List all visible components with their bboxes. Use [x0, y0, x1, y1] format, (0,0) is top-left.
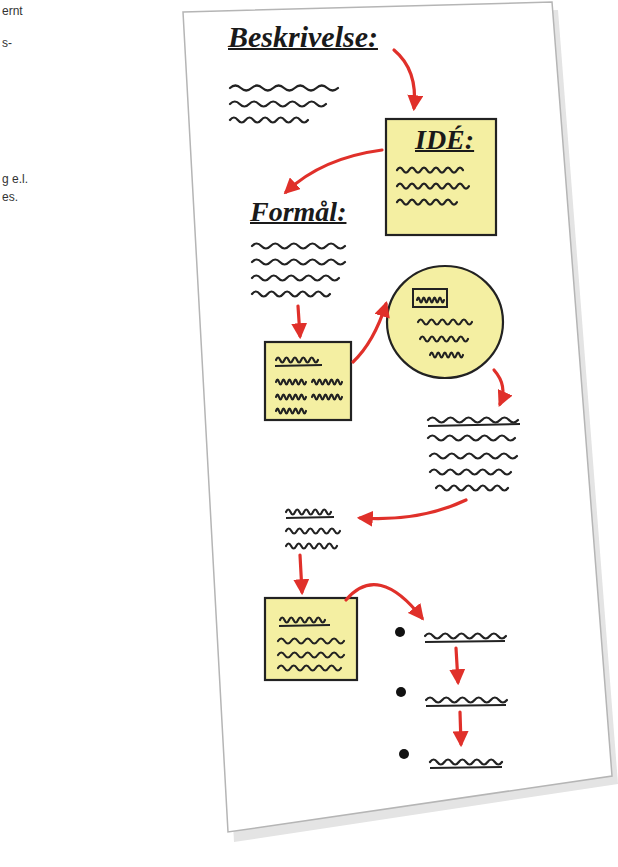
- sketch-stroke: [286, 529, 340, 534]
- sketch-stroke: [436, 486, 508, 491]
- sketch-stroke: [386, 119, 496, 235]
- sketch-stroke: [397, 184, 469, 189]
- sketch-stroke: [276, 380, 306, 385]
- sketch-stroke: [278, 666, 341, 671]
- sketch-stroke: [276, 395, 306, 400]
- sketch-stroke: [397, 200, 457, 205]
- sketch-stroke: [312, 380, 342, 385]
- section-heading: Formål:: [250, 196, 346, 228]
- sketch-stroke: [430, 353, 463, 358]
- sketch-stroke: [428, 424, 520, 426]
- sketch-stroke: [460, 712, 461, 744]
- sketch-stroke: [418, 320, 472, 325]
- sketch-stroke: [397, 168, 463, 173]
- sketch-stroke: [278, 639, 344, 644]
- sketch-stroke: [395, 627, 405, 637]
- sketch-stroke: [252, 244, 345, 249]
- sketch-stroke: [230, 118, 308, 123]
- note-circle: [387, 266, 503, 378]
- sketch-stroke: [430, 767, 502, 768]
- sketch-stroke: [425, 634, 506, 639]
- sketch-stroke: [394, 50, 415, 108]
- sketch-stroke: [252, 260, 345, 265]
- sketch-stroke: [396, 687, 406, 697]
- sketch-stroke: [399, 749, 409, 759]
- sketch-stroke: [230, 86, 338, 91]
- sketch-stroke: [280, 618, 325, 623]
- sketch-stroke: [252, 276, 339, 281]
- sketch-stroke: [279, 625, 330, 626]
- sketch-stroke: [286, 517, 334, 518]
- section-heading: Beskrivelse:: [228, 20, 378, 55]
- sketch-stroke: [252, 292, 330, 297]
- sketch-stroke: [346, 585, 422, 618]
- box-heading: IDÉ:: [415, 124, 474, 156]
- sketch-stroke: [276, 358, 318, 363]
- note-box: [265, 342, 351, 420]
- sketch-stroke: [430, 454, 517, 459]
- sketch-stroke: [430, 470, 511, 475]
- sketch-stroke: [426, 698, 507, 703]
- text-fragment: g e.l.: [2, 172, 28, 186]
- idea-box: IDÉ:: [385, 118, 497, 236]
- sketch-stroke: [286, 510, 331, 515]
- sketch-stroke: [300, 555, 302, 592]
- sketch-stroke: [417, 298, 444, 303]
- sketch-stroke: [413, 289, 447, 307]
- sketch-stroke: [312, 395, 342, 400]
- paper-sheet: [183, 2, 612, 832]
- sketch-stroke: [426, 705, 506, 706]
- text-fragment: es.: [2, 190, 18, 204]
- sketch-stroke: [360, 500, 466, 519]
- sketch-stroke: [494, 370, 503, 404]
- flow-arrows: [286, 50, 503, 744]
- sketch-stroke: [286, 544, 337, 549]
- text-fragment: s-: [2, 36, 12, 50]
- sketch-stroke: [286, 150, 382, 192]
- sketch-stroke: [353, 304, 386, 362]
- sketch-stroke: [276, 409, 306, 414]
- text-fragment: ernt: [2, 4, 23, 18]
- sketch-stroke: [425, 641, 505, 642]
- sketch-stroke: [278, 653, 344, 658]
- sketch-stroke: [420, 337, 468, 342]
- note-box: [265, 598, 357, 680]
- sketch-stroke: [230, 102, 326, 107]
- sketch-stroke: [430, 760, 502, 765]
- sketch-stroke: [456, 648, 458, 682]
- sketch-stroke: [298, 306, 300, 336]
- sketch-stroke: [428, 436, 515, 441]
- sketch-stroke: [275, 365, 322, 366]
- sketch-stroke: [428, 418, 518, 423]
